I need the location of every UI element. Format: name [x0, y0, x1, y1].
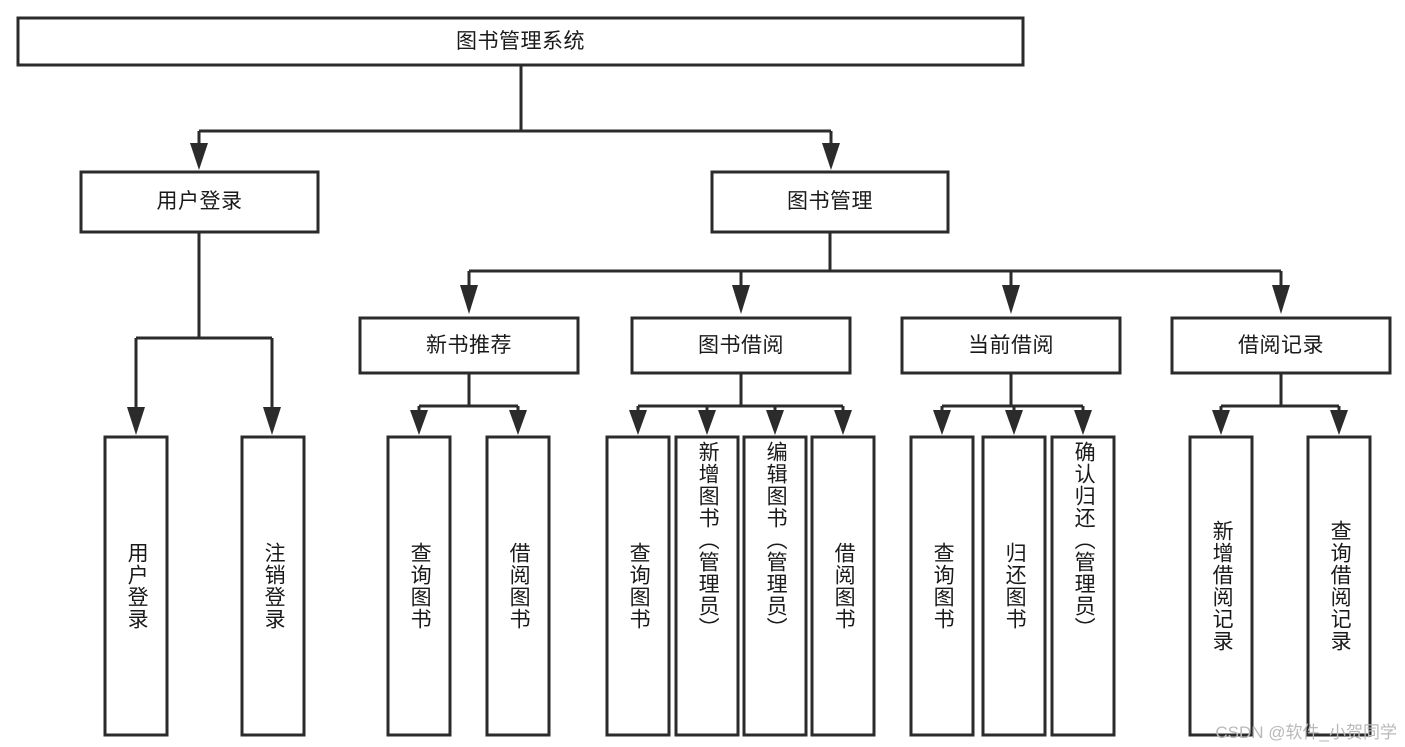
csdn-watermark: CSDN @软件_小贺同学 [1215, 723, 1397, 742]
node-box-leaf-user-login[interactable] [103, 435, 169, 737]
arrow-head-leaf-add-borrow-record [1212, 410, 1230, 435]
arrow-head-leaf-query-book-current [933, 410, 951, 435]
connector-book-management-to-level3 [460, 232, 1290, 314]
connector-new-book-recommend-to-leaves [410, 373, 527, 435]
arrow-head-leaf-query-borrow-record [1330, 410, 1348, 435]
arrow-head-book-borrow [732, 285, 750, 314]
node-box-leaf-add-borrow-record[interactable] [1188, 435, 1254, 737]
node-box-leaf-query-book-recommend[interactable] [386, 435, 452, 737]
arrow-head-leaf-query-book-borrow [629, 410, 647, 435]
arrow-head-leaf-edit-book-admin [766, 410, 784, 435]
arrow-head-leaf-user-login [127, 407, 145, 435]
connector-current-borrow-to-leaves [933, 373, 1092, 435]
node-box-leaf-return-book[interactable] [981, 435, 1047, 737]
node-box-leaf-confirm-return-admin[interactable] [1050, 435, 1116, 737]
node-box-book-management[interactable] [710, 170, 950, 234]
arrow-head-leaf-return-book [1005, 410, 1023, 435]
node-box-root[interactable] [16, 16, 1025, 67]
node-boxes-layer [16, 16, 1392, 737]
arrow-head-current-borrow [1002, 285, 1020, 314]
arrow-head-book-management [822, 143, 840, 170]
node-box-borrow-record[interactable] [1170, 316, 1392, 375]
arrow-head-leaf-logout [263, 407, 281, 435]
connector-root-to-level2 [190, 65, 840, 170]
arrow-head-leaf-borrow-book-recommend [509, 410, 527, 435]
node-box-current-borrow[interactable] [900, 316, 1122, 375]
arrow-head-user-login [190, 143, 208, 170]
arrow-head-leaf-borrow-book [834, 410, 852, 435]
node-box-new-book-recommend[interactable] [358, 316, 580, 375]
node-box-book-borrow[interactable] [630, 316, 852, 375]
arrow-head-leaf-add-book-admin [698, 410, 716, 435]
node-box-leaf-add-book-admin[interactable] [674, 435, 740, 737]
node-box-leaf-borrow-book-recommend[interactable] [485, 435, 551, 737]
arrow-head-new-book-recommend [460, 285, 478, 314]
node-box-leaf-logout[interactable] [240, 435, 306, 737]
connector-book-borrow-to-leaves [629, 373, 852, 435]
node-box-leaf-query-borrow-record[interactable] [1306, 435, 1372, 737]
connector-borrow-record-to-leaves [1212, 373, 1348, 435]
node-box-leaf-edit-book-admin[interactable] [742, 435, 808, 737]
node-box-leaf-query-book-borrow[interactable] [605, 435, 671, 737]
arrow-head-borrow-record [1272, 285, 1290, 314]
arrow-head-leaf-confirm-return-admin [1074, 410, 1092, 435]
node-box-user-login[interactable] [79, 170, 320, 234]
arrow-head-leaf-query-book-recommend [410, 410, 428, 435]
node-box-leaf-borrow-book[interactable] [810, 435, 876, 737]
node-box-leaf-query-book-current[interactable] [909, 435, 975, 737]
connector-user-login-to-leaves [127, 232, 281, 435]
